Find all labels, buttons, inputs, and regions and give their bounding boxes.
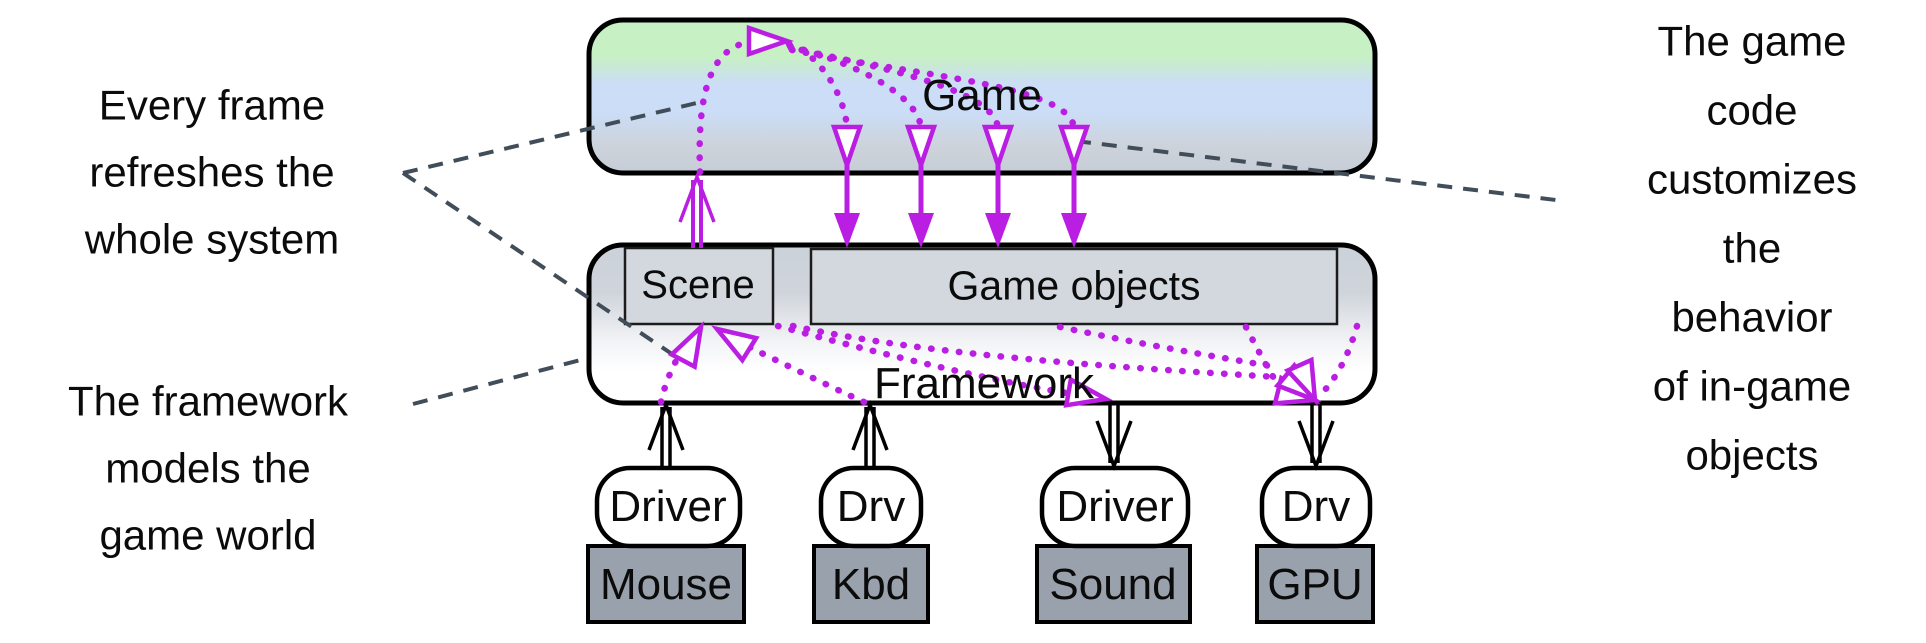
sound-driver-bubble [1039,465,1191,549]
driver-bubbles [594,465,1373,549]
mouse-device-label: Mouse [599,560,733,609]
game-box [586,17,1378,176]
flow-fan-3 [787,44,1002,132]
kbd-driver-label: Drv [836,482,906,531]
gpu-down-arrow [1297,404,1335,468]
game-label: Game [922,71,1042,120]
flow-scene-to-gpu [789,322,1281,381]
callout-every-frame-to-framework [401,171,674,356]
game-objects-box [809,247,1339,326]
sound-device-label: Sound [1049,560,1177,609]
annotation-every-frame: Every frame refreshes the whole system [84,81,340,263]
flow-arc-framework-to-game [696,38,753,176]
scene-label: Scene [641,263,755,307]
framework-label: Framework [873,359,1095,408]
flow-dotted-curves [657,38,1361,406]
gpu-device-label: GPU [1267,560,1363,609]
driver-arrows [647,403,1335,468]
scene-box [623,246,775,326]
gpu-driver-bubble [1259,465,1373,549]
flow-fan-4 [788,46,1078,132]
gpu-box [1255,544,1375,624]
sound-driver-label: Driver [1056,482,1174,531]
game-objects-label: Game objects [947,262,1201,309]
game-to-objects-arrows [834,163,1087,248]
kbd-device-label: Kbd [831,560,911,609]
callout-game-code-line [1075,139,1557,202]
flow-fan-1 [785,40,851,132]
callout-lines [401,100,1557,406]
flow-scene-to-sound [774,322,1104,402]
mouse-up-arrow [647,403,685,467]
mouse-box [586,544,746,624]
kbd-up-arrow [851,403,889,467]
sound-down-arrow [1095,404,1133,468]
mouse-driver-label: Driver [609,482,727,531]
flow-objects-to-gpu-3 [1317,322,1361,398]
annotation-framework-models: The framework models the game world [67,377,349,559]
kbd-driver-bubble [818,465,924,549]
scene-to-game-arrow [678,175,716,248]
annotation-game-code: The game code customizes the behavior of… [1646,17,1858,479]
flow-objects-to-gpu-1 [1056,323,1280,371]
gpu-driver-label: Drv [1281,482,1351,531]
sound-box [1035,544,1192,624]
callout-framework-models-line [412,356,589,406]
mouse-driver-bubble [594,465,743,549]
